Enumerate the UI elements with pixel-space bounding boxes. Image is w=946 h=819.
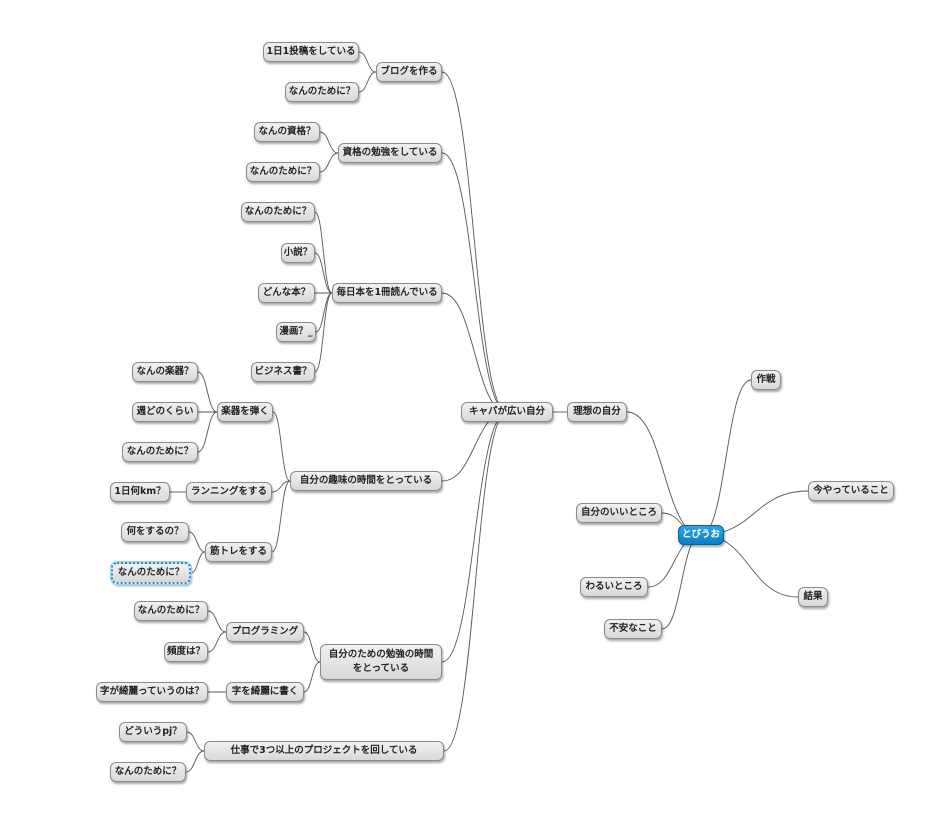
node-shigoto[interactable]: 仕事で3つ以上のプロジェクトを回している (204, 741, 444, 761)
node-gakki-child-2[interactable]: 週どのくらい (132, 402, 198, 422)
node-dokusho-child-2[interactable]: 小説？ (281, 243, 315, 263)
connector-node-shigoto-child-2 (185, 750, 205, 773)
node-warui[interactable]: わるいところ (580, 577, 648, 597)
node-benkyo[interactable]: 自分のための勉強の時間をとっている (320, 644, 442, 680)
root-node[interactable]: とぴうお (678, 525, 724, 545)
connector-node-shumi (441, 411, 508, 482)
connector-node-kintore (271, 480, 291, 553)
connector-node-shikaku (441, 152, 508, 413)
node-capa[interactable]: キャパが広い自分 (461, 402, 553, 422)
connector-node-blog-child-2 (358, 71, 377, 93)
node-shigoto-child-1[interactable]: どういうpj？ (119, 722, 187, 742)
connector-node-benkyo (441, 411, 508, 663)
connector-node-blog (441, 71, 508, 413)
node-kintore-child-1[interactable]: 何をするの？ (121, 522, 189, 542)
node-programming-child-2[interactable]: 頻度は？ (164, 642, 208, 662)
connector-node-gakki-child-3 (197, 411, 218, 453)
connector-node-dokusho-child-5 (314, 292, 333, 373)
node-gakki-child-3[interactable]: なんのために？ (122, 442, 198, 462)
connector-node-kintore-child-1 (188, 531, 206, 553)
connector-node-programming-child-2 (207, 631, 227, 653)
node-blog-child-1[interactable]: 1日1投稿をしている (263, 42, 359, 62)
connector-node-blog-child-1 (358, 51, 377, 73)
node-gakki[interactable]: 楽器を弾く (217, 402, 273, 422)
node-fuan[interactable]: 不安なこと (604, 619, 662, 639)
connector-node-gakki-child-1 (197, 371, 218, 413)
node-moji-child-1[interactable]: 字が綺麗っていうのは？ (96, 682, 208, 702)
node-shigoto-child-2[interactable]: なんのために？ (110, 762, 186, 782)
connector-node-moji (303, 661, 321, 693)
node-riso[interactable]: 理想の自分 (567, 402, 627, 422)
node-kintore-child-2[interactable]: なんのために？ (111, 562, 191, 584)
node-ii[interactable]: 自分のいいところ (576, 503, 662, 523)
node-gakki-child-1[interactable]: なんの楽器？ (132, 362, 198, 382)
connector-node-dokusho (441, 292, 508, 413)
node-ima[interactable]: 今やっていること (808, 481, 894, 501)
node-sakusen[interactable]: 作戦 (751, 370, 781, 390)
node-running[interactable]: ランニングをする (186, 482, 272, 502)
connector-node-shigoto (443, 411, 508, 752)
connector-node-gakki (272, 411, 291, 482)
connector-node-running (271, 480, 291, 493)
node-dokusho-child-3[interactable]: どんな本？ (258, 283, 315, 303)
node-dokusho[interactable]: 毎日本を1冊読んでいる (332, 283, 442, 303)
node-shikaku-child-2[interactable]: なんのために？ (246, 162, 320, 182)
node-running-child-1[interactable]: 1日何km？ (110, 482, 170, 502)
connector-node-shigoto-child-1 (186, 731, 205, 752)
node-shumi[interactable]: 自分の趣味の時間をとっている (290, 471, 442, 491)
node-kintore[interactable]: 筋トレをする (205, 542, 272, 562)
connector-node-sakusen (700, 379, 752, 536)
connector-node-dokusho-child-2 (314, 252, 333, 294)
node-dokusho-child-4[interactable]: 漫画？_ (276, 322, 316, 342)
node-dokusho-child-1[interactable]: なんのために？ (241, 202, 315, 222)
node-programming-child-1[interactable]: なんのために？ (134, 601, 208, 621)
connector-node-shikaku-child-2 (319, 152, 339, 173)
node-dokusho-child-5[interactable]: ビジネス書？ (251, 362, 315, 382)
node-blog-child-2[interactable]: なんのために？ (285, 82, 359, 102)
node-programming[interactable]: プログラミング (226, 622, 304, 642)
connector-node-programming (303, 631, 321, 663)
connector-node-shikaku-child-1 (319, 131, 339, 154)
node-kekka[interactable]: 結果 (798, 587, 828, 607)
connector-node-programming-child-1 (207, 610, 227, 633)
node-shikaku-child-1[interactable]: なんの資格？ (254, 122, 320, 142)
node-shikaku[interactable]: 資格の勉強をしている (338, 143, 442, 163)
connector-node-dokusho-child-1 (314, 211, 333, 294)
connector-node-kintore-child-2 (190, 551, 206, 574)
node-blog[interactable]: ブログを作る (376, 62, 442, 82)
node-moji[interactable]: 字を綺麗に書く (226, 682, 304, 702)
